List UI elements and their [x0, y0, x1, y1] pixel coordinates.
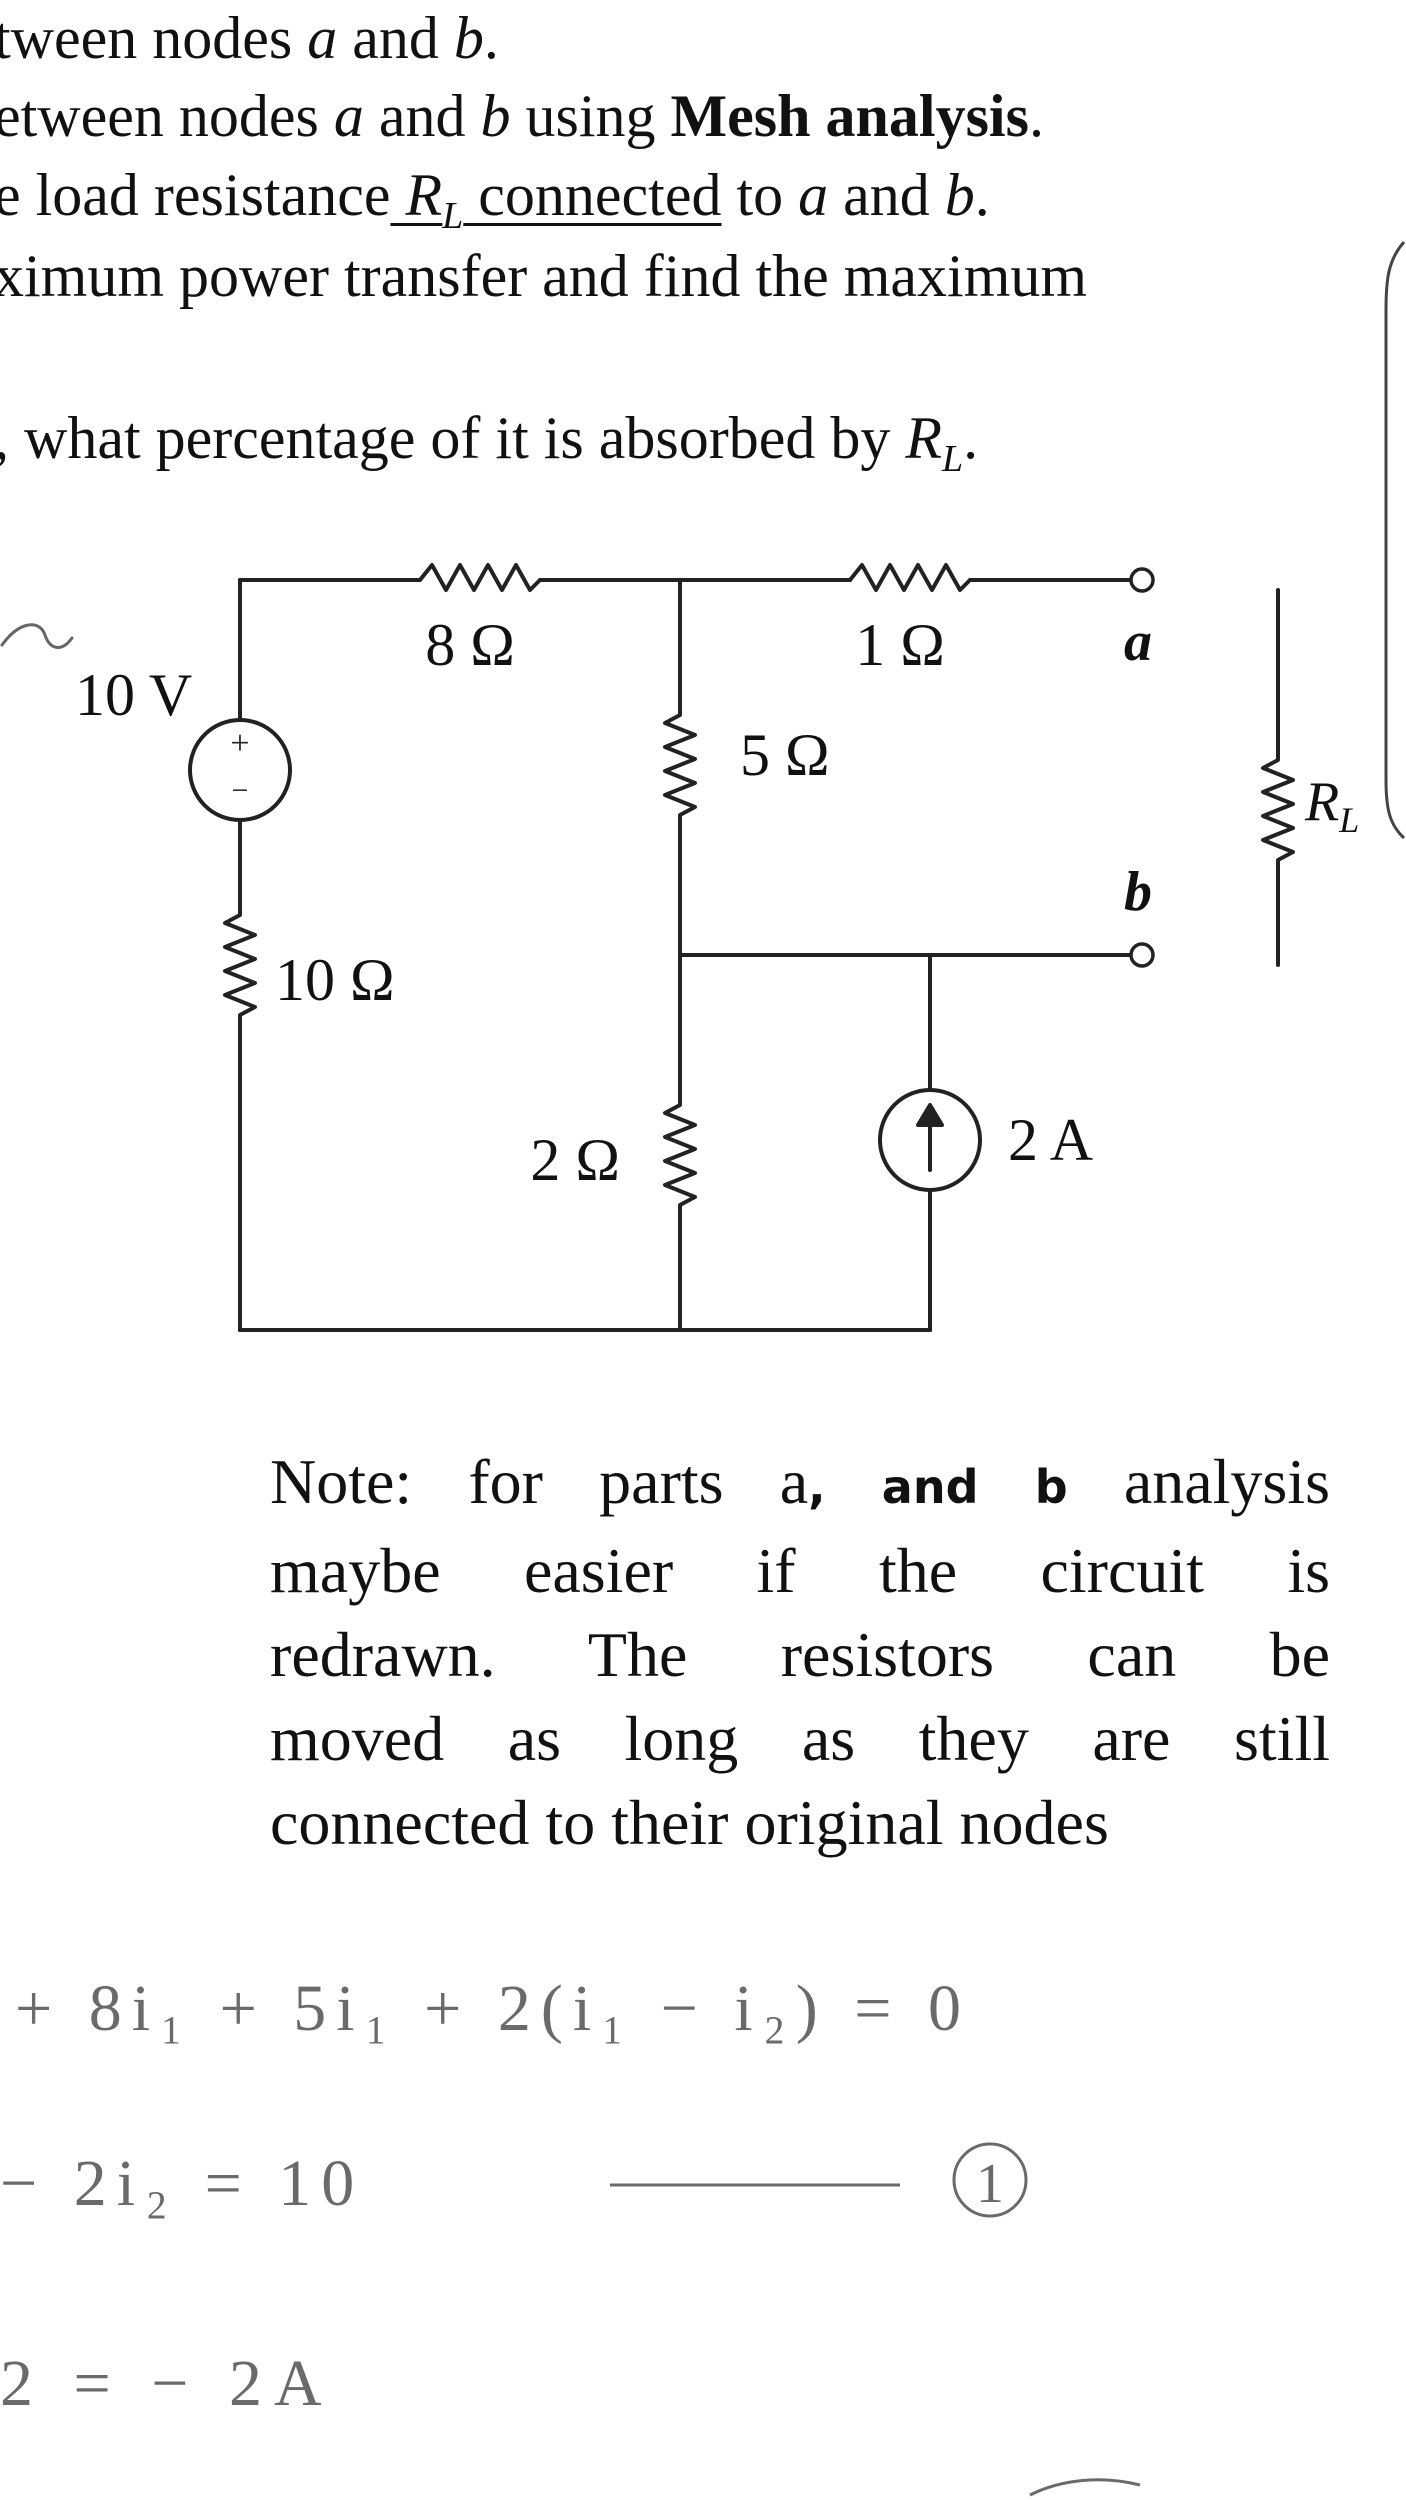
label-rl: RL: [1304, 771, 1359, 840]
text-run: and: [363, 83, 481, 149]
node-label-a: a: [798, 162, 829, 228]
text-run: , what percentage of it is absorbed by: [0, 405, 906, 471]
text-run: .: [963, 405, 979, 471]
question-line-5: , what percentage of it is absorbed by R…: [0, 408, 978, 478]
mesh-analysis-label: Mesh analysis: [670, 83, 1029, 149]
current-arrowhead: [916, 1103, 944, 1127]
text-run: connected: [463, 162, 722, 228]
label-2-amp: 2 A: [1008, 1107, 1093, 1173]
note-line-5: connected to their original nodes: [270, 1787, 1109, 1858]
stray-pen-mark: [0, 623, 74, 649]
circuit-diagram: 8 Ω 1 Ω 5 Ω 10 Ω 2 Ω 10 V 2 A a b RL + −: [0, 563, 1359, 1332]
text-run: to: [721, 162, 799, 228]
handwritten-equation-3: 2 = − 2A: [0, 2347, 334, 2420]
label-8-ohm: 8 Ω: [425, 612, 515, 678]
note-line-1: Note: for parts a, and b analysis: [270, 1440, 1330, 1529]
node-label-a: a: [333, 83, 364, 149]
text-run: etween nodes: [0, 83, 334, 149]
label-node-a: a: [1124, 611, 1152, 673]
text-run: using: [510, 83, 671, 149]
resistor-1-ohm-symbol: [848, 563, 972, 592]
question-line-1: tween nodes a and b.: [0, 8, 499, 68]
label-1-ohm: 1 Ω: [855, 612, 945, 678]
terminal-a: [1129, 567, 1155, 593]
source-minus-sign: −: [232, 774, 249, 807]
text-run: analysis: [1123, 1446, 1330, 1517]
note-line-2: maybe easier if the circuit is: [270, 1535, 1330, 1606]
node-label-b: b: [453, 5, 484, 71]
equation-tag-number: 1: [976, 2153, 1004, 2215]
text-run: tween nodes: [0, 5, 308, 71]
resistor-10-ohm-symbol: [223, 898, 257, 1032]
resistor-5-ohm-symbol: [663, 698, 697, 832]
label-2-ohm: 2 Ω: [530, 1127, 620, 1193]
question-line-3: e load resistance RL connected to a and …: [0, 165, 990, 235]
label-node-b: b: [1124, 861, 1152, 923]
handwritten-equation-2: − 2i₂ = 10: [0, 2147, 364, 2220]
source-plus-sign: +: [230, 725, 249, 762]
side-bracket: [1384, 241, 1406, 840]
question-line-4: ximum power transfer and find the maximu…: [0, 246, 1087, 306]
text-run: Note: for parts a: [270, 1446, 809, 1517]
rl-subscript: L: [942, 438, 964, 480]
note-line-3: redrawn. The resistors can be: [270, 1619, 1330, 1690]
text-run: and: [337, 5, 454, 71]
label-5-ohm: 5 Ω: [740, 722, 830, 788]
text-run: .: [1028, 83, 1044, 149]
text-run: and: [828, 162, 945, 228]
resistor-8-ohm-symbol: [418, 563, 542, 592]
note-line-4: moved as long as they are still: [270, 1703, 1330, 1774]
text-run: .: [483, 5, 499, 71]
terminal-b: [1129, 942, 1155, 968]
rl-symbol: R: [905, 405, 943, 471]
label-10-volt: 10 V: [75, 662, 192, 728]
text-run: e load resistance: [0, 162, 391, 228]
resistor-rl-symbol: [1261, 743, 1295, 877]
handwritten-curve: [1029, 2478, 1141, 2497]
node-label-b: b: [944, 162, 975, 228]
question-line-2: etween nodes a and b using Mesh analysis…: [0, 86, 1044, 146]
rl-subscript: L: [442, 195, 464, 237]
text-run: ximum power transfer and find the maximu…: [0, 243, 1088, 309]
resistor-2-ohm-symbol: [663, 1088, 697, 1222]
label-10-ohm: 10 Ω: [275, 947, 395, 1013]
node-label-a: a: [307, 5, 338, 71]
handwritten-equation-1: + 8i₁ + 5i₁ + 2(i₁ − i₂) = 0: [15, 1972, 971, 2045]
note-paragraph: Note: for parts a, and b analysis maybe …: [270, 1440, 1330, 1865]
equation-tag-circle: [952, 2142, 1028, 2218]
handwritten-work: + 8i₁ + 5i₁ + 2(i₁ − i₂) = 0 − 2i₂ = 10 …: [0, 1972, 1141, 2497]
handwritten-and-b: , and b: [808, 1460, 1068, 1514]
rl-symbol: R: [390, 162, 443, 228]
text-run: .: [974, 162, 990, 228]
node-label-b: b: [480, 83, 511, 149]
